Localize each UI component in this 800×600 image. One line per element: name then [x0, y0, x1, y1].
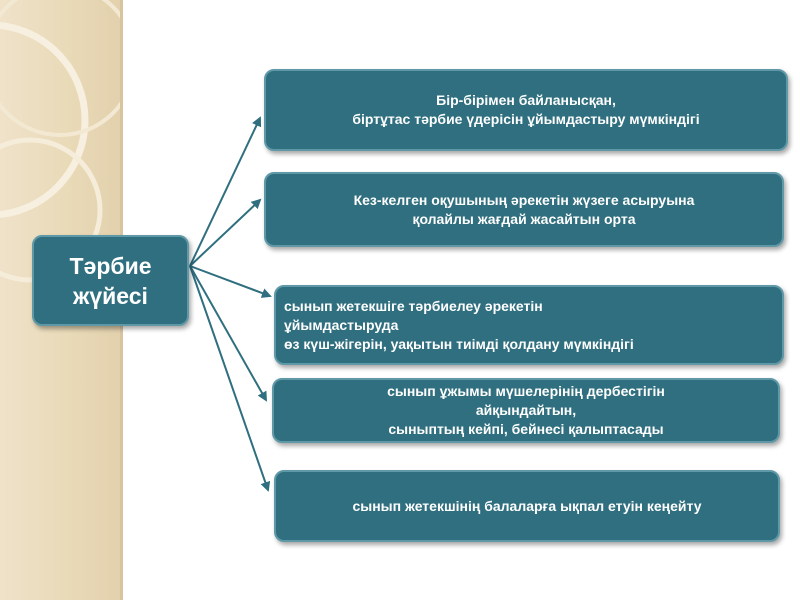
- arrow-to-branch-1: [189, 116, 262, 267]
- main-concept-line-1: Тәрбие: [69, 252, 152, 279]
- branch-3-line-2: ұйымдастыруда: [284, 316, 399, 333]
- arrow-to-branch-5: [189, 265, 271, 492]
- decorative-circles: [0, 0, 120, 283]
- branch-box-2: Кез-келген оқушының әрекетін жүзеге асыр…: [264, 172, 784, 247]
- branch-4-line-2: айқындайтын,: [475, 402, 577, 418]
- branch-2-line-1: Кез-келген оқушының әрекетін жүзеге асыр…: [353, 191, 695, 208]
- branch-2-line-2: қолайлы жағдай жасайтын орта: [412, 210, 636, 227]
- arrow-to-branch-3: [189, 265, 272, 298]
- arrow-to-branch-4: [189, 265, 267, 402]
- arrow-to-branch-2: [189, 198, 262, 267]
- branch-box-3: сынып жетекшіге тәрбиелеу әрекетін ұйымд…: [274, 285, 784, 365]
- branch-box-4: сынып ұжымы мүшелерінің дербестігін айқы…: [272, 378, 780, 443]
- branch-box-5: сынып жетекшінің балаларға ықпал етуін к…: [274, 470, 780, 542]
- branch-3-line-1: сынып жетекшіге тәрбиелеу әрекетін: [284, 297, 543, 314]
- branch-3-line-3: өз күш-жігерін, уақытын тиімді қолдану м…: [284, 335, 634, 352]
- main-concept-line-2: жүйесі: [73, 282, 148, 309]
- branch-1-line-1: Бір-бірімен байланысқан,: [436, 92, 616, 108]
- branch-box-1: Бір-бірімен байланысқан, біртұтас тәрбие…: [264, 69, 788, 151]
- branch-4-line-1: сынып ұжымы мүшелерінің дербестігін: [387, 383, 665, 399]
- branch-4-line-3: сыныптың кейпі, бейнесі қалыптасады: [388, 421, 664, 437]
- main-concept-box: Тәрбие жүйесі: [32, 235, 189, 326]
- branch-5-line-1: сынып жетекшінің балаларға ықпал етуін к…: [352, 497, 702, 514]
- branch-1-line-2: біртұтас тәрбие үдерісін ұйымдастыру мүм…: [352, 111, 700, 127]
